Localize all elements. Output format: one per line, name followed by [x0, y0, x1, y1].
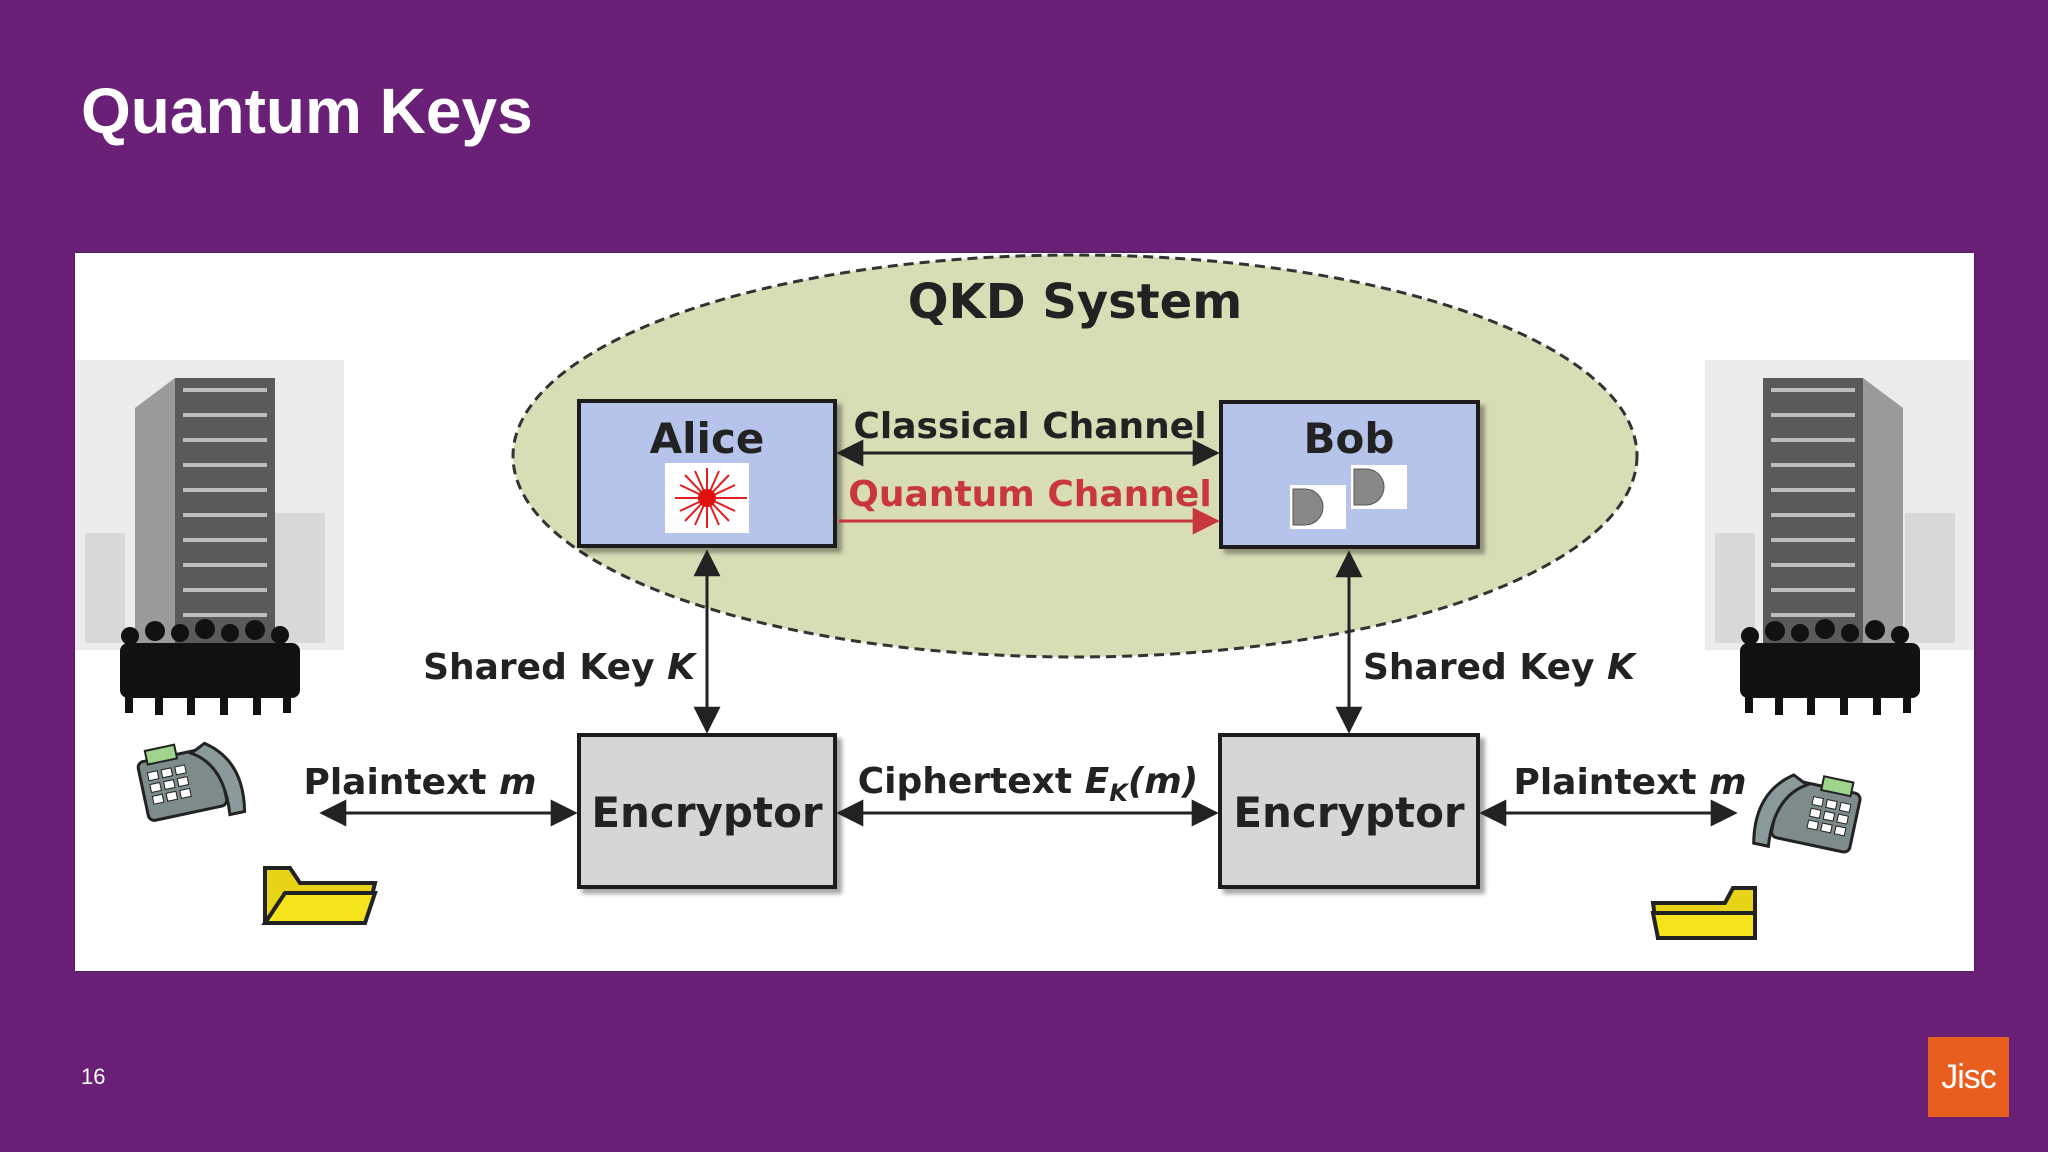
- encryptor-left: [577, 733, 837, 889]
- page-number: 16: [81, 1064, 106, 1089]
- detector-icon: [1351, 465, 1407, 509]
- plaintext-right-label: Plaintext m: [1513, 762, 1746, 803]
- classical-channel-label: Classical Channel: [853, 406, 1206, 447]
- bob-node: [1219, 400, 1480, 549]
- folder-icon: [261, 866, 378, 925]
- alice-label: Alice: [650, 414, 765, 463]
- quantum-channel-label: Quantum Channel: [848, 474, 1211, 515]
- office-building-icon: [75, 360, 344, 658]
- qkd-system-label: QKD System: [908, 274, 1243, 330]
- laser-icon: [665, 463, 749, 533]
- ciphertext-label: Ciphertext EK(m): [858, 761, 1199, 807]
- encryptor-right: [1218, 733, 1480, 889]
- slide-title: Quantum Keys: [81, 75, 533, 147]
- plaintext-left-label: Plaintext m: [303, 762, 536, 803]
- people-silhouette-icon: [1740, 619, 1920, 715]
- folder-icon: [1650, 886, 1757, 940]
- encryptor-left-label: Encryptor: [591, 788, 823, 837]
- bob-label: Bob: [1304, 414, 1395, 463]
- telephone-icon: [1752, 773, 1862, 854]
- detector-icon: [1290, 485, 1346, 529]
- shared-key-right-label: Shared Key K: [1363, 647, 1638, 688]
- telephone-icon: [136, 741, 247, 822]
- encryptor-right-label: Encryptor: [1233, 788, 1465, 837]
- office-building-icon: [1705, 360, 1974, 658]
- people-silhouette-icon: [120, 619, 300, 715]
- jisc-logo: Jisc: [1928, 1037, 2009, 1117]
- qkd-diagram: QKD System Alice Bob: [75, 253, 1974, 971]
- shared-key-left-label: Shared Key K: [423, 647, 698, 688]
